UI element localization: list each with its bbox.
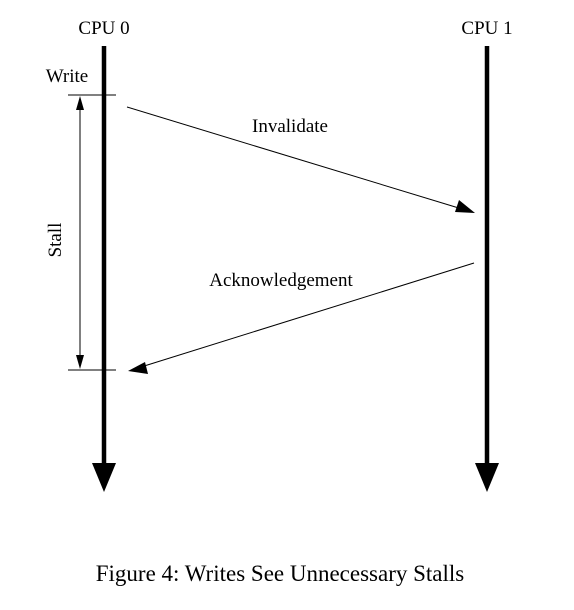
- cpu1-label: CPU 1: [461, 18, 512, 39]
- stall-arrow-head-bottom: [76, 355, 84, 369]
- cpu0-timeline-arrowhead: [92, 463, 116, 492]
- stall-label: Stall: [45, 223, 66, 258]
- acknowledgement-arrow-line: [140, 262, 475, 368]
- cpu0-label: CPU 0: [78, 18, 129, 39]
- invalidate-label: Invalidate: [252, 116, 328, 137]
- write-label: Write: [46, 66, 89, 87]
- figure-caption: Figure 4: Writes See Unnecessary Stalls: [96, 561, 465, 586]
- stall-arrow-head-top: [76, 96, 84, 110]
- acknowledgement-arrow-head: [128, 362, 148, 374]
- acknowledgement-label: Acknowledgement: [209, 270, 353, 291]
- cpu1-timeline-arrowhead: [475, 463, 499, 492]
- invalidate-arrow-line: [126, 106, 463, 210]
- invalidate-arrow-head: [455, 200, 475, 213]
